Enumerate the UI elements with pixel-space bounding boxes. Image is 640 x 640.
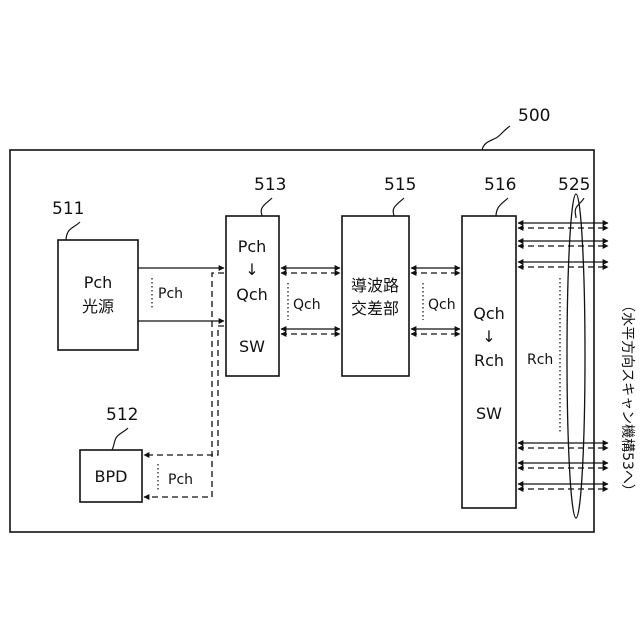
light-source-label-line2: 光源	[82, 297, 114, 316]
switch-qch-rch-from: Qch	[473, 304, 505, 323]
bpd-ref: 512	[106, 405, 138, 425]
waveguide-crossing-label-line1: 導波路	[351, 276, 399, 295]
switch-qch-rch-sw: SW	[476, 404, 502, 423]
switch-pch-qch-sw: SW	[239, 337, 265, 356]
waveguide-crossing-box	[342, 216, 409, 376]
light-source-ref: 511	[52, 199, 84, 219]
rch-label: Rch	[527, 352, 553, 368]
switch-pch-qch-from: Pch	[238, 237, 267, 256]
waveguide-crossing-label-line2: 交差部	[351, 299, 399, 318]
side-note-vertical: （水平方向スキャン機構53へ）	[619, 298, 635, 498]
waveguide-crossing-ref: 515	[384, 175, 416, 195]
switch-pch-qch-ref: 513	[254, 175, 286, 195]
switch-qch-rch-ref: 516	[484, 175, 516, 195]
device-ref-leader	[482, 126, 510, 150]
switch-pch-qch-to: Qch	[236, 285, 268, 304]
switch-qch-rch-to: Rch	[474, 351, 504, 370]
light-source-box	[58, 240, 138, 350]
output-bundle-ref: 525	[558, 175, 590, 195]
device-ref-label: 500	[518, 106, 550, 126]
pch-label-bottom: Pch	[168, 472, 193, 488]
pch-label-top: Pch	[158, 286, 183, 302]
switch-pch-qch-arrow: ↓	[245, 260, 258, 279]
bpd-label: BPD	[95, 467, 128, 486]
switch-qch-rch-arrow: ↓	[482, 327, 495, 346]
qch-label-1: Qch	[293, 297, 321, 313]
qch-label-2: Qch	[428, 297, 456, 313]
light-source-label-line1: Pch	[84, 273, 113, 292]
